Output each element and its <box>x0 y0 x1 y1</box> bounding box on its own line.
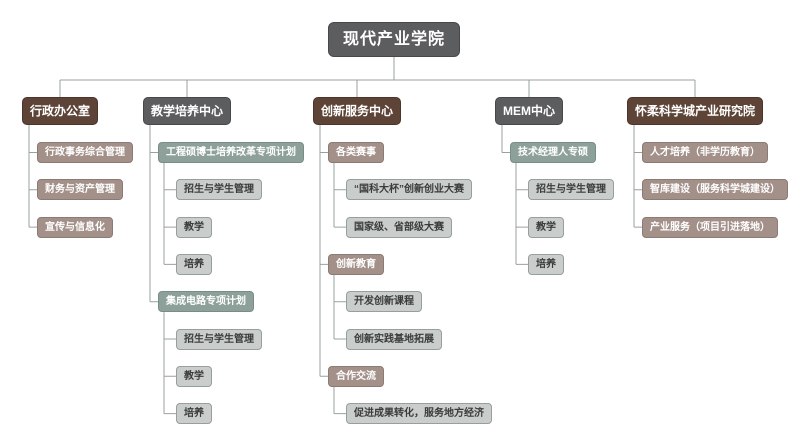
org-node-sub: 技术经理人专硕 <box>510 142 596 163</box>
org-node-sub: 宣传与信息化 <box>37 216 113 238</box>
org-node-leaf: 培养 <box>528 253 564 275</box>
org-node-sub: 各类赛事 <box>328 142 384 163</box>
org-node-leaf: 教学 <box>176 216 212 238</box>
org-node-branch: 创新服务中心 <box>313 97 402 125</box>
org-node-leaf: 教学 <box>176 365 212 387</box>
org-node-sub: 产业服务（项目引进落地） <box>642 216 778 238</box>
org-node-leaf: 招生与学生管理 <box>176 328 262 350</box>
org-node-sub: 工程硕博士培养改革专项计划 <box>158 142 304 163</box>
org-node-leaf: 促进成果转化，服务地方经济 <box>346 403 492 425</box>
org-node-leaf: 培养 <box>176 253 212 275</box>
org-node-leaf: 教学 <box>528 216 564 238</box>
org-node-leaf: 招生与学生管理 <box>528 179 614 201</box>
org-node-sub: 创新教育 <box>328 253 384 275</box>
org-node-sub: 行政事务综合管理 <box>37 142 133 163</box>
org-node-leaf: 开发创新课程 <box>346 291 422 313</box>
org-node-sub: 合作交流 <box>328 365 384 387</box>
org-node-sub: 人才培养（非学历教育） <box>642 142 768 163</box>
org-node-leaf: 培养 <box>176 403 212 425</box>
org-node-branch: 行政办公室 <box>22 97 99 125</box>
org-node-leaf: 招生与学生管理 <box>176 179 262 201</box>
org-node-sub: 智库建设（服务科学城建设） <box>642 179 788 201</box>
org-node-branch: 教学培养中心 <box>143 97 232 125</box>
org-node-branch: 怀柔科学城产业研究院 <box>627 97 764 125</box>
org-node-branch: MEM中心 <box>495 97 563 125</box>
org-node-leaf: “国科大杯”创新创业大赛 <box>346 179 472 201</box>
org-node-root: 现代产业学院 <box>328 22 461 57</box>
org-node-sub: 财务与资产管理 <box>37 179 123 201</box>
org-node-leaf: 国家级、省部级大赛 <box>346 216 452 238</box>
org-node-leaf: 创新实践基地拓展 <box>346 328 442 350</box>
org-node-sub: 集成电路专项计划 <box>158 291 254 313</box>
